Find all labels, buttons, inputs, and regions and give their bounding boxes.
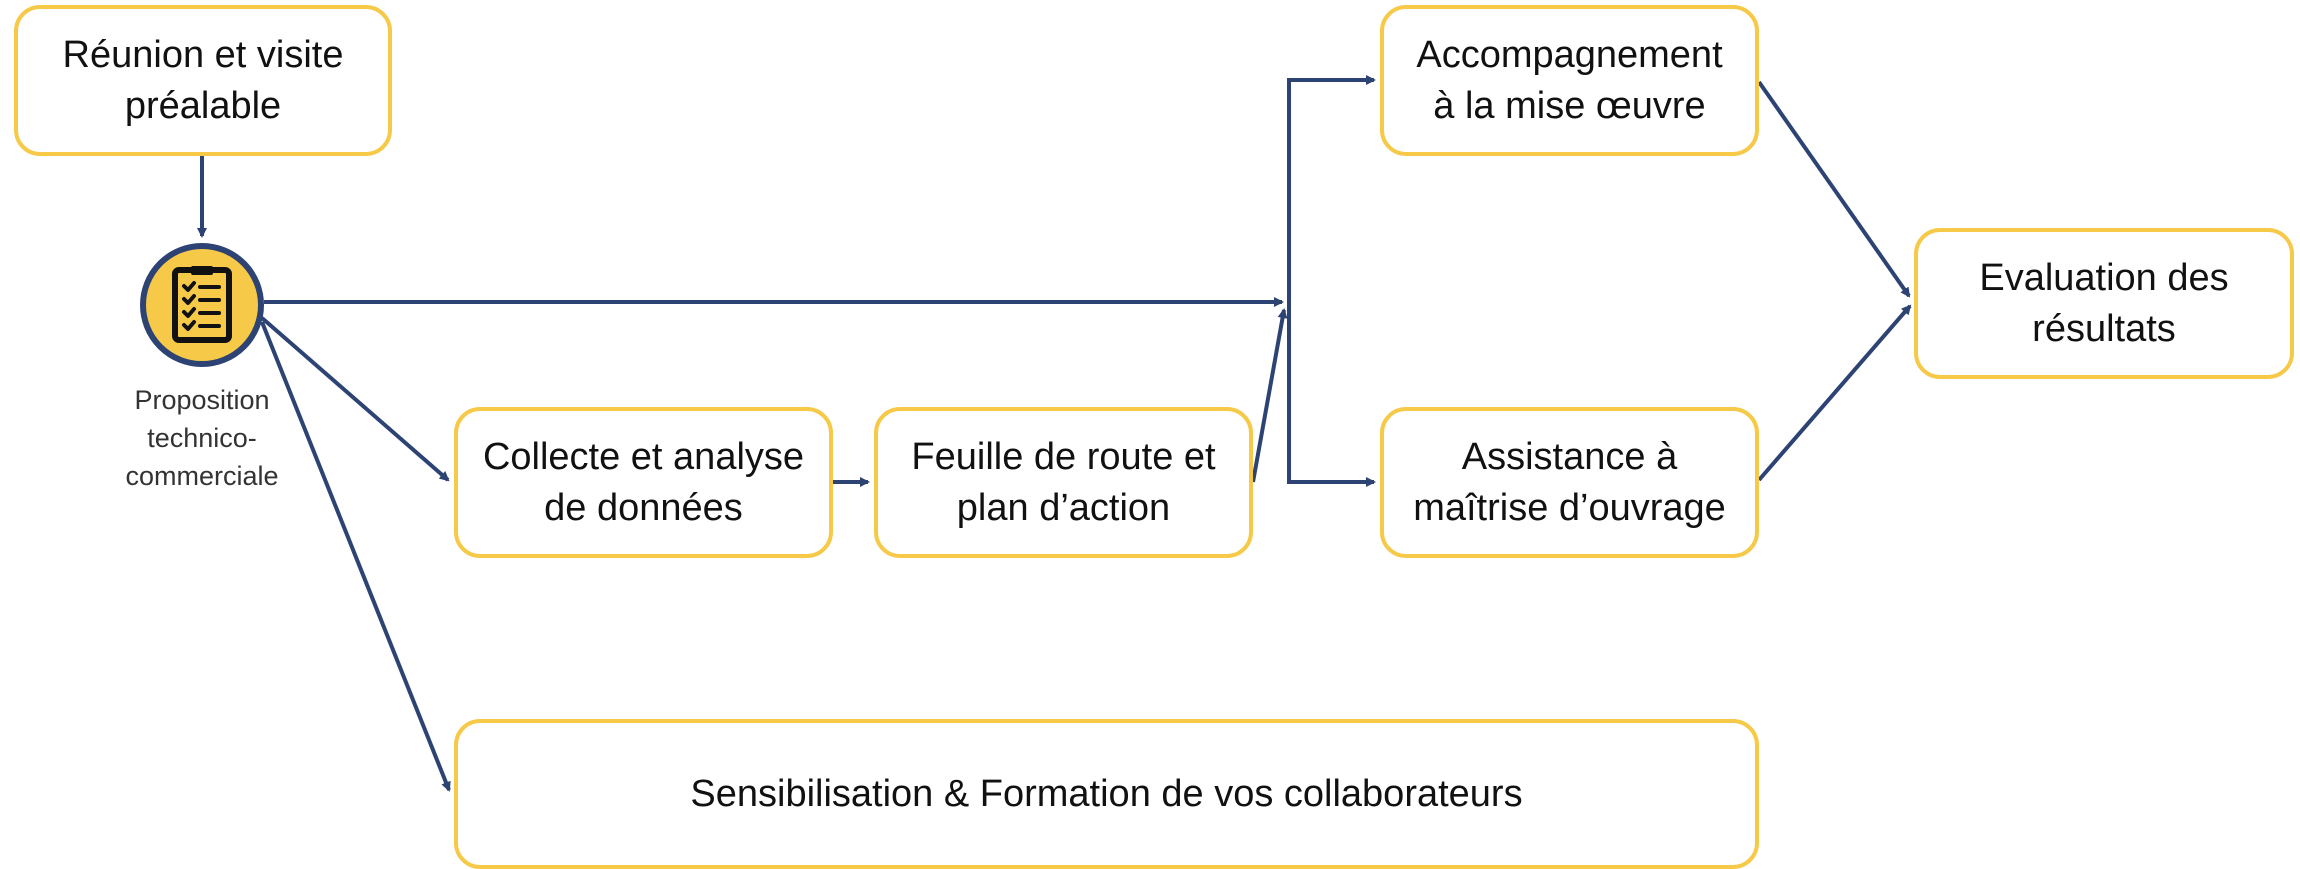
arrow-junction-to-accompagnement bbox=[1287, 75, 1376, 302]
step-feuille-box: Feuille de route et plan d’action bbox=[874, 407, 1253, 558]
proposal-label: Proposition technico- commerciale bbox=[125, 385, 279, 491]
arrow-accompagnement-to-evaluation bbox=[1757, 80, 1911, 298]
proposal-node bbox=[140, 243, 264, 367]
step-assistance-box: Assistance à maîtrise d’ouvrage bbox=[1380, 407, 1759, 558]
step-accompagnement-box: Accompagnement à la mise œuvre bbox=[1380, 5, 1759, 156]
arrow-proposal-to-sensibilisation bbox=[260, 321, 451, 792]
step-evaluation-box: Evaluation des résultats bbox=[1914, 228, 2294, 379]
arrow-proposal-to-collecte bbox=[260, 316, 450, 482]
step-sensibilisation-box: Sensibilisation & Formation de vos colla… bbox=[454, 719, 1759, 869]
arrow-assistance-to-evaluation bbox=[1757, 304, 1912, 482]
arrow-feuille-to-junction bbox=[1251, 308, 1288, 483]
checklist-icon bbox=[172, 266, 232, 343]
arrow-junction-to-assistance bbox=[1287, 302, 1376, 487]
step-collecte-box: Collecte et analyse de données bbox=[454, 407, 833, 558]
step-reunion-box: Réunion et visite préalable bbox=[14, 5, 392, 156]
